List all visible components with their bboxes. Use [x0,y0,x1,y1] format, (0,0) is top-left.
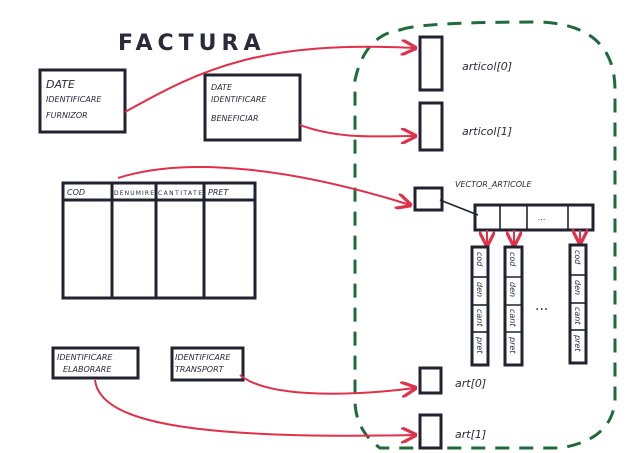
arrow-furnizor [124,47,415,113]
elaborare-line-2: ELABORARE [63,365,112,374]
pointer-articol0: articol[0] [418,35,512,92]
page-title: FACTURA [118,31,266,56]
articles-table: COD DENUMIRE CANTITATE PRET [61,181,257,300]
field-den: den [508,282,517,297]
field-cod: cod [573,250,582,265]
pointer-articol1: articol[1] [418,101,512,152]
article-item-n: cod den cant pret [568,243,588,365]
furnizor-box: DATE IDENTIFICARE FURNIZOR [38,68,127,134]
label-articol1: articol[1] [462,125,512,138]
field-pret: pret [508,336,517,354]
article-array: ... [473,203,595,232]
header-cantitate: CANTITATE [158,190,202,197]
beneficiar-line-2: IDENTIFICARE [211,95,267,104]
label-art1: art[1] [455,428,486,441]
field-cant: cant [508,309,517,327]
items-ellipsis: ... [535,298,548,314]
beneficiar-line-1: DATE [211,83,233,92]
pointer-art1: art[1] [418,413,486,450]
header-denumire: DENUMIRE [114,190,154,197]
furnizor-line-2: IDENTIFICARE [46,95,102,104]
elaborare-box: IDENTIFICARE ELABORARE [51,346,140,380]
field-cant: cant [573,307,582,325]
field-den: den [573,280,582,295]
header-pret: PRET [208,188,229,197]
arrow-table [117,166,410,205]
label-vector: VECTOR_ARTICOLE [455,180,532,189]
article-item-1: cod den cant pret [503,245,524,367]
transport-line-2: TRANSPORT [175,365,225,374]
field-pret: pret [573,334,582,352]
arrow-elaborare [94,379,415,436]
pointer-art0: art[0] [418,366,486,395]
array-ellipsis: ... [538,213,546,222]
memory-boundary [353,20,617,450]
furnizor-line-1: DATE [46,78,75,91]
field-cant: cant [475,309,484,327]
label-articol0: articol[0] [462,60,512,73]
beneficiar-line-3: BENEFICIAR [211,114,259,123]
label-art0: art[0] [455,377,486,390]
furnizor-line-3: FURNIZOR [46,111,88,120]
field-cod: cod [508,252,517,267]
pointer-vector: VECTOR_ARTICOLE [413,180,532,216]
transport-box: IDENTIFICARE TRANSPORT [170,346,245,382]
arrow-transport [239,374,415,394]
field-den: den [475,282,484,297]
header-cod: COD [67,188,85,197]
elaborare-line-1: IDENTIFICARE [57,353,113,362]
arrow-beneficiar [299,124,415,136]
article-item-0: cod den cant pret [470,245,490,367]
transport-line-1: IDENTIFICARE [175,353,231,362]
beneficiar-box: DATE IDENTIFICARE BENEFICIAR [203,73,302,142]
field-cod: cod [475,252,484,267]
field-pret: pret [475,336,484,354]
